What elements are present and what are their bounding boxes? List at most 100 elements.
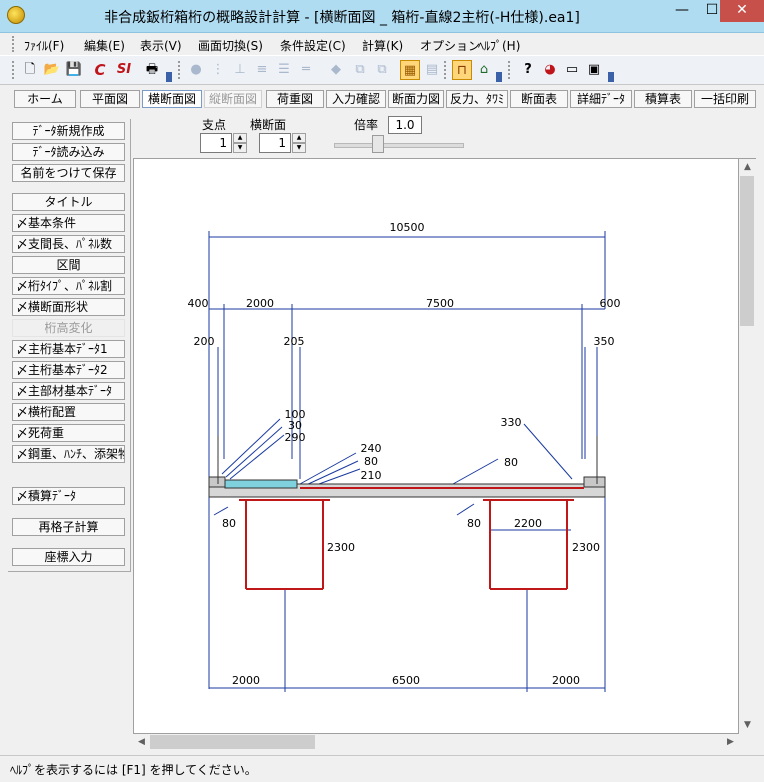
section-spin-down-icon[interactable]: ▼ — [292, 143, 306, 153]
sidebar-dead-load[interactable]: 〆死荷重 — [12, 424, 125, 442]
section-input[interactable]: 1 — [259, 133, 291, 153]
hatch-icon[interactable]: ≡ — [256, 62, 268, 77]
scroll-down-icon[interactable]: ▼ — [744, 720, 751, 730]
lines-icon[interactable]: ☰ — [278, 62, 290, 77]
book-icon[interactable]: ▤ — [425, 62, 439, 77]
open-folder-icon[interactable]: 📂 — [43, 62, 61, 77]
sidebar-basic-conditions[interactable]: 〆基本条件 — [12, 214, 125, 232]
paste-icon[interactable]: ⧉ — [377, 62, 387, 77]
support-spin-down-icon[interactable]: ▼ — [233, 143, 247, 153]
menu-help[interactable]: ﾍﾙﾌﾟ(H) — [478, 39, 521, 53]
vertical-scroll-thumb[interactable] — [740, 176, 754, 326]
sidebar-section[interactable]: 区間 — [12, 256, 125, 274]
toolbar-grip[interactable] — [12, 61, 17, 79]
sidebar-save-as[interactable]: 名前をつけて保存 — [12, 164, 125, 182]
menu-screen-switch[interactable]: 画面切換(S) — [198, 39, 263, 53]
package-icon[interactable]: ▣ — [587, 62, 601, 77]
close-button[interactable]: ✕ — [720, 0, 764, 22]
dim-right-haunch: 80 — [504, 456, 518, 469]
dim-left-haunch-bottom: 80 — [222, 517, 236, 530]
tab-section-table[interactable]: 断面表 — [510, 90, 568, 108]
minimize-button[interactable]: — — [675, 2, 689, 18]
sidebar-span-panels[interactable]: 〆支間長、ﾊﾟﾈﾙ数 — [12, 235, 125, 253]
print-icon[interactable]: 🖶 — [145, 62, 159, 77]
sidebar-regrid-calc[interactable]: 再格子計算 — [12, 518, 125, 536]
sidebar-main-member-data[interactable]: 〆主部材基本ﾃﾞｰﾀ — [12, 382, 125, 400]
sidebar-cross-beam-layout[interactable]: 〆横桁配置 — [12, 403, 125, 421]
horizontal-scroll-thumb[interactable] — [150, 735, 315, 749]
sidebar-steel-weight[interactable]: 〆鋼重、ﾊﾝﾁ、添架物 — [12, 445, 125, 463]
tab-batch-print[interactable]: 一括印刷 — [694, 90, 756, 108]
tab-plan[interactable]: 平面図 — [80, 90, 140, 108]
sidebar-girder-type[interactable]: 〆桁ﾀｲﾌﾟ、ﾊﾟﾈﾙ割 — [12, 277, 125, 295]
tab-home[interactable]: ホーム — [14, 90, 76, 108]
toolbar-dropdown-icon-3[interactable] — [608, 72, 614, 82]
dimension-labels: 10500 400 2000 7500 600 200 205 350 100 … — [188, 221, 621, 687]
toolbar-grip-3[interactable] — [444, 61, 449, 79]
scale-label: 倍率 — [354, 118, 379, 132]
scale-slider-track[interactable] — [334, 143, 464, 148]
tab-cross-section[interactable]: 横断面図 — [142, 90, 202, 108]
si-unit-icon[interactable]: SI — [116, 62, 132, 77]
dim-slab-a: 240 — [361, 442, 382, 455]
sidebar-main-girder-data-2[interactable]: 〆主桁基本ﾃﾞｰﾀ2 — [12, 361, 125, 379]
save-icon[interactable]: 💾 — [65, 62, 83, 77]
section-spin-up-icon[interactable]: ▲ — [292, 133, 306, 143]
tab-detail-data[interactable]: 詳細ﾃﾞｰﾀ — [570, 90, 632, 108]
app-icon[interactable] — [7, 6, 25, 24]
grid-view-icon[interactable]: ▦ — [400, 60, 420, 80]
dim-pave-a: 100 — [285, 408, 306, 421]
sidebar-title[interactable]: タイトル — [12, 193, 125, 211]
scale-slider-thumb[interactable] — [372, 135, 384, 153]
measure-icon[interactable]: ═ — [302, 62, 310, 77]
new-file-icon[interactable]: 🗋 — [24, 62, 36, 77]
scroll-left-icon[interactable]: ◀ — [138, 737, 145, 747]
box-girders — [239, 499, 574, 590]
tab-section-force[interactable]: 断面力図 — [388, 90, 444, 108]
sidebar-main-girder-data-1[interactable]: 〆主桁基本ﾃﾞｰﾀ1 — [12, 340, 125, 358]
menu-conditions[interactable]: 条件設定(C) — [280, 39, 346, 53]
menu-grip[interactable] — [12, 36, 17, 52]
section-view-icon[interactable]: ⊓ — [452, 60, 472, 80]
toolbar-grip-4[interactable] — [508, 61, 513, 79]
sidebar-estimate-data[interactable]: 〆積算ﾃﾞｰﾀ — [12, 487, 125, 505]
menu-edit[interactable]: 編集(E) — [84, 39, 125, 53]
keyboard-icon[interactable]: ▭ — [565, 62, 579, 77]
menu-calculate[interactable]: 計算(K) — [362, 39, 404, 53]
tab-input-check[interactable]: 入力確認 — [326, 90, 386, 108]
dim-left-overhang: 400 — [188, 297, 209, 310]
menu-file[interactable]: ﾌｧｲﾙ(F) — [24, 39, 65, 53]
copy-icon[interactable]: ⧉ — [355, 62, 365, 77]
help-icon[interactable]: ? — [524, 62, 532, 77]
sidebar-cross-section-shape[interactable]: 〆横断面形状 — [12, 298, 125, 316]
scroll-up-icon[interactable]: ▲ — [744, 162, 751, 172]
drawing-canvas[interactable]: 10500 400 2000 7500 600 200 205 350 100 … — [133, 158, 739, 734]
dim-pave-b: 30 — [288, 419, 302, 432]
menu-view[interactable]: 表示(V) — [140, 39, 182, 53]
support-input[interactable]: 1 — [200, 133, 232, 153]
dim-right-haunch-bottom: 80 — [467, 517, 481, 530]
toolbar-dropdown-icon-2[interactable] — [496, 72, 502, 82]
align-icon[interactable]: ⋮ — [211, 62, 225, 77]
color-wheel-icon[interactable]: ◕ — [544, 62, 556, 77]
maximize-button[interactable]: ☐ — [705, 2, 719, 18]
tab-estimate[interactable]: 積算表 — [634, 90, 692, 108]
toolbar-grip-2[interactable] — [178, 61, 183, 79]
menu-options[interactable]: オプション — [420, 39, 481, 53]
support-spin-up-icon[interactable]: ▲ — [233, 133, 247, 143]
profile-view-icon[interactable]: ⌂ — [479, 62, 489, 77]
sidebar-new-data[interactable]: ﾃﾞｰﾀ新規作成 — [12, 122, 125, 140]
dim-pave-c: 290 — [285, 431, 306, 444]
toolbar-dropdown-icon[interactable] — [166, 72, 172, 82]
sidebar-coordinate-input[interactable]: 座標入力 — [12, 548, 125, 566]
status-bar: ﾍﾙﾌﾟを表示するには [F1] を押してください。 — [0, 755, 764, 782]
tab-load[interactable]: 荷重図 — [266, 90, 324, 108]
node-icon[interactable]: ● — [190, 62, 202, 77]
c-calc-icon[interactable]: C — [94, 61, 106, 79]
scroll-right-icon[interactable]: ▶ — [727, 737, 734, 747]
tab-reaction[interactable]: 反力、ﾀﾜﾐ — [446, 90, 508, 108]
sidebar-load-data[interactable]: ﾃﾞｰﾀ読み込み — [12, 143, 125, 161]
dimension-icon[interactable]: ⊥ — [234, 62, 246, 77]
eraser-icon[interactable]: ◆ — [331, 62, 341, 77]
